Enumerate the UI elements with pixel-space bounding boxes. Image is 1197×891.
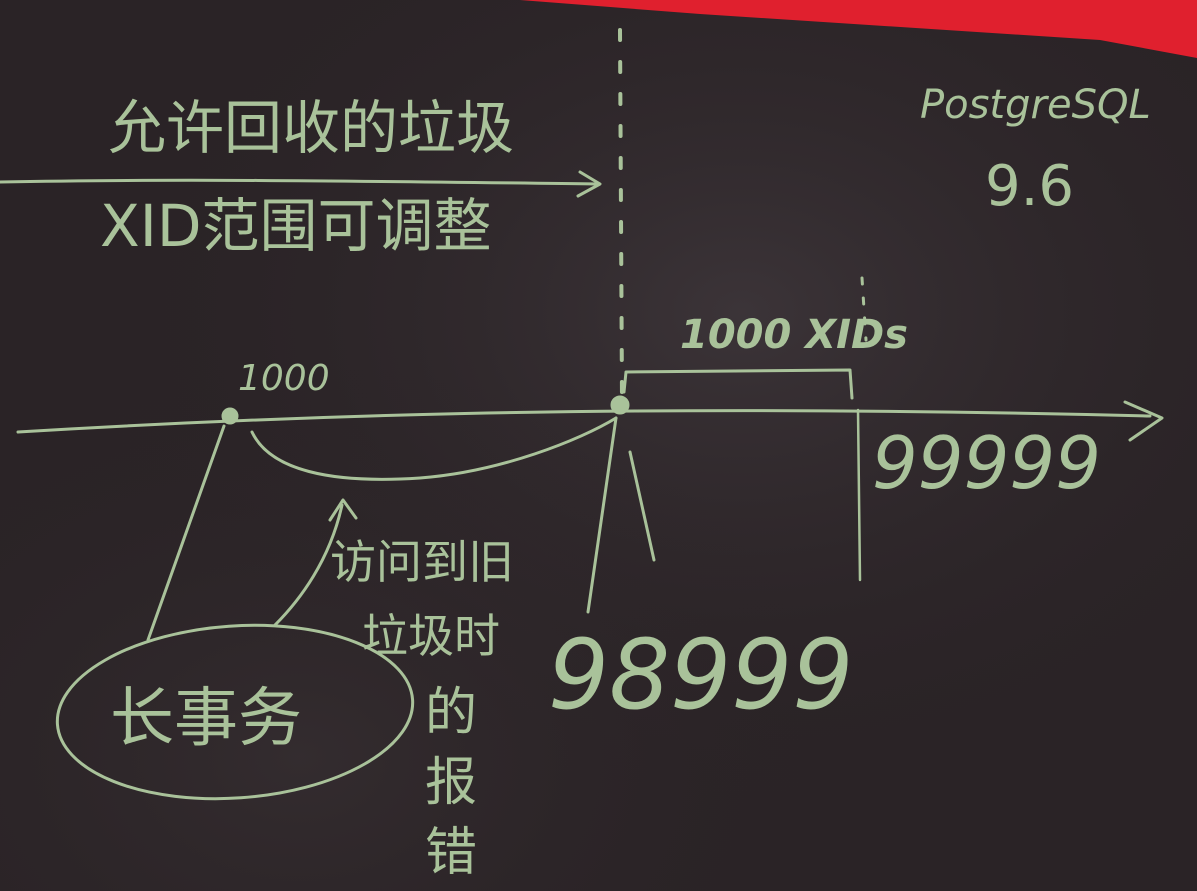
future-marker-line: [856, 408, 862, 582]
version-name: PostgreSQL: [920, 82, 1151, 128]
future-xid-label: 99999: [872, 421, 1101, 505]
red-frame-edge: [520, 0, 1197, 58]
annotation-pointer: [273, 503, 344, 627]
circled-note: 长事务: [110, 682, 302, 756]
annotation-tail-2: 报: [425, 753, 477, 813]
start-leader-line: [146, 424, 226, 642]
circled-note-oval: [55, 623, 415, 801]
annotation-line-1: 访问到旧: [330, 535, 514, 589]
current-leader-line-2: [628, 450, 656, 562]
header-arrow-head: [576, 170, 602, 198]
header-arrow-line: [0, 178, 600, 186]
chalk-strokes: [0, 28, 1164, 801]
timeline-axis: [16, 409, 1152, 434]
range-bracket: [622, 368, 854, 400]
range-label: 1000 XIDs: [680, 312, 908, 358]
header-line-1: 允许回收的垃圾: [108, 94, 514, 162]
current-leader-line: [586, 416, 618, 614]
annotation-tail-3: 错: [425, 823, 477, 883]
header-line-2: XID范围可调整: [100, 192, 492, 260]
annotation-line-2: 垃圾时: [362, 609, 500, 663]
span-arc: [250, 416, 618, 481]
timeline-point-current: [610, 395, 630, 415]
current-xid-label: 98999: [548, 619, 853, 731]
start-xid-label: 1000: [238, 358, 330, 399]
annotation-pointer-head: [328, 498, 358, 522]
timeline-point-start: [221, 407, 239, 425]
timeline-arrow-head: [1123, 400, 1164, 442]
chalk-text: 允许回收的垃圾 XID范围可调整 PostgreSQL 9.6 1000 XID…: [100, 82, 1151, 883]
version-number: 9.6: [985, 154, 1074, 219]
annotation-tail-1: 的: [425, 683, 477, 743]
